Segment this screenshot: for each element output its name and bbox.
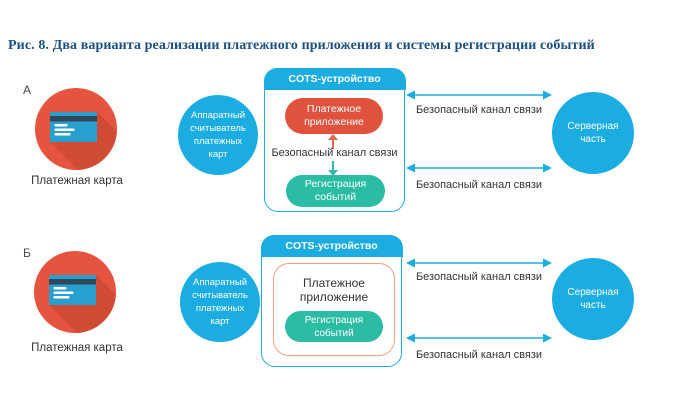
event-log-pill: Регистрация событий: [286, 175, 385, 207]
variant-a-letter: А: [23, 83, 32, 97]
event-log-pill: Регистрация событий: [285, 311, 383, 342]
card-reader-node: Аппаратный считыватель платежных карт: [180, 262, 260, 342]
double-arrow-icon: [406, 90, 552, 100]
double-arrow-icon: [406, 258, 552, 268]
figure-title: Рис. 8. Два варианта реализации платежно…: [8, 38, 595, 53]
payment-card-icon: [34, 251, 116, 333]
payment-app-label: Платежное приложение: [299, 276, 369, 304]
secure-channel-bottom-label: Безопасный канал связи: [415, 179, 543, 191]
server-node: Серверная часть: [552, 92, 634, 174]
internal-secure-channel-label: Безопасный канал связи: [271, 147, 398, 159]
variant-b-letter: Б: [23, 246, 31, 260]
double-arrow-icon: [406, 163, 552, 173]
server-node: Серверная часть: [552, 258, 634, 340]
double-arrow-icon: [406, 333, 552, 343]
card-reader-node: Аппаратный считыватель платежных карт: [178, 95, 258, 175]
secure-channel-top-label: Безопасный канал связи: [415, 104, 543, 116]
secure-channel-bottom-label: Безопасный канал связи: [415, 349, 543, 361]
payment-card-icon: [35, 88, 117, 170]
cots-device-title: COTS-устройство: [263, 67, 406, 90]
payment-app-pill: Платежное приложение: [285, 98, 383, 134]
secure-channel-top-label: Безопасный канал связи: [415, 271, 543, 283]
credit-card-icon: [49, 275, 116, 333]
payment-card-label: Платежная карта: [31, 175, 123, 187]
payment-card-label: Платежная карта: [31, 342, 123, 354]
credit-card-icon: [50, 112, 117, 170]
arrow-up-icon: [328, 134, 338, 149]
cots-device-title: COTS-устройство: [260, 234, 403, 257]
arrow-down-icon: [328, 161, 338, 176]
